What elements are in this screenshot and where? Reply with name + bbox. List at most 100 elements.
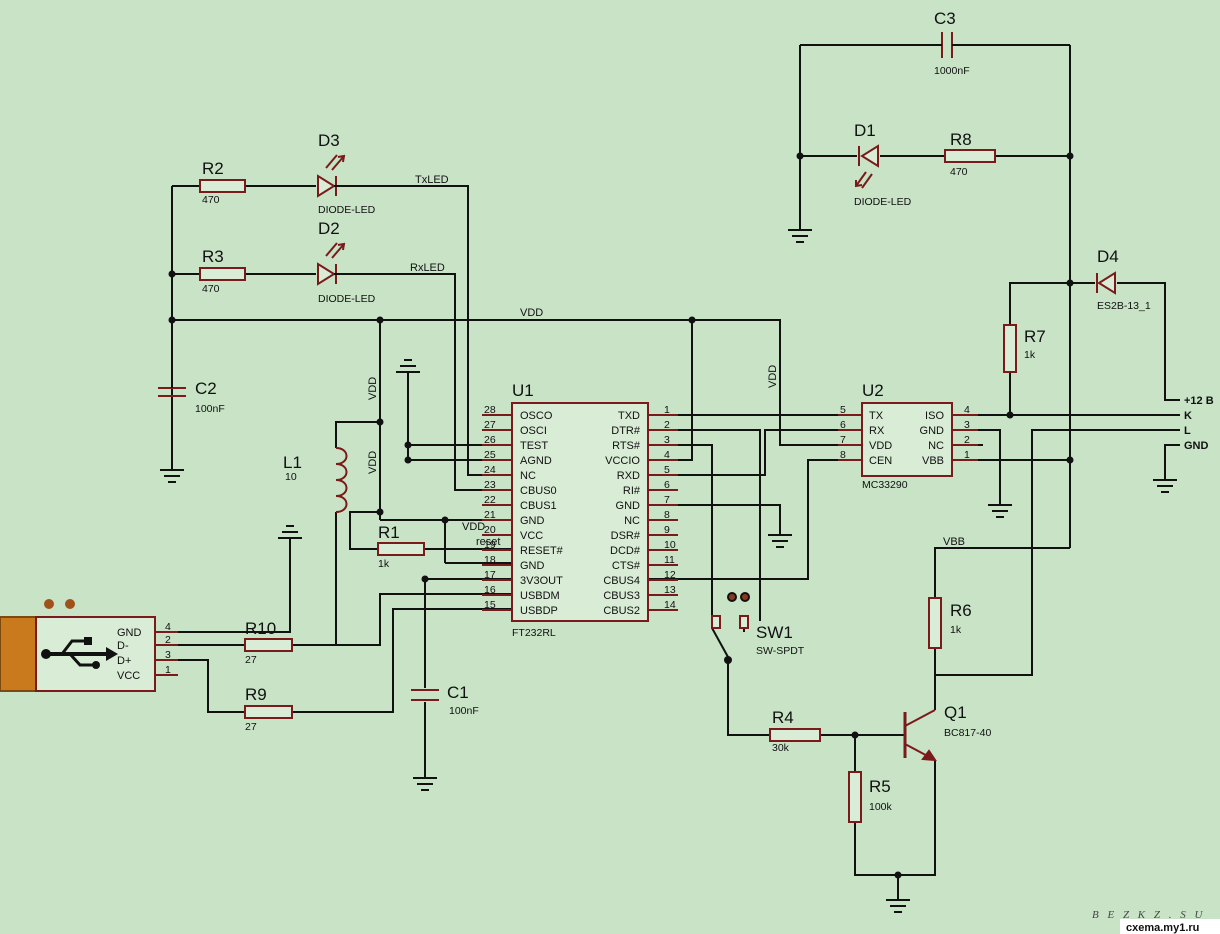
junctions: [168, 152, 1074, 879]
u1_right_pins-pin-number: 8: [664, 509, 670, 521]
u1_left_pins-pin-number: 20: [484, 524, 496, 536]
r5-value: 100k: [869, 801, 893, 813]
u2_right_pins-pin-name: NC: [928, 440, 944, 452]
u1_right_pins-pin-name: DTR#: [611, 425, 641, 437]
u1_right_pins-pin-number: 10: [664, 539, 676, 551]
wires: [155, 44, 1180, 900]
u1_right_pins-pin-name: CBUS2: [603, 605, 640, 617]
u1_left_pins-pin-name: GND: [520, 560, 545, 572]
r8-value: 470: [950, 166, 968, 178]
u2_right_pins-pin-number: 3: [964, 419, 970, 431]
sw1-value: SW-SPDT: [756, 645, 805, 657]
u1_right_pins-pin-number: 13: [664, 584, 676, 596]
c1-ref: C1: [447, 683, 469, 702]
diodes: [317, 144, 1116, 295]
u2_left_pins-pin-number: 5: [840, 404, 846, 416]
r9-value: 27: [245, 721, 257, 733]
component-labels: R2 470 R3 470 D3 DIODE-LED D2 DIODE-LED …: [195, 9, 1151, 813]
u1_right_pins-pin-name: CBUS4: [603, 575, 640, 587]
r5-body: [848, 771, 862, 823]
d3-value: DIODE-LED: [318, 204, 376, 216]
r6-body: [928, 597, 942, 649]
u2_left_pins-pin-name: TX: [869, 410, 884, 422]
u2_left_pins-pin-name: VDD: [869, 440, 892, 452]
u1_right_pins-pin-name: DSR#: [611, 530, 641, 542]
r7-ref: R7: [1024, 327, 1046, 346]
u1_right_pins-pin-number: 9: [664, 524, 670, 536]
u1_left_pins-pin-name: RESET#: [520, 545, 564, 557]
r6-value: 1k: [950, 624, 962, 636]
net-reset: reset: [476, 536, 500, 548]
u1_right_pins-pin-name: CBUS3: [603, 590, 640, 602]
u1_right_pins-pin-number: 7: [664, 494, 670, 506]
u1_left_pins-pin-name: USBDM: [520, 590, 560, 602]
u2_left_pins-pin-name: CEN: [869, 455, 892, 467]
r1-ref: R1: [378, 523, 400, 542]
u2-ref: U2: [862, 381, 884, 400]
r2-value: 470: [202, 194, 220, 206]
u1_right_pins-pin-name: RXD: [617, 470, 640, 482]
u2_right_pins-pin-number: 4: [964, 404, 970, 416]
r9-body: [244, 705, 293, 719]
u1-value: FT232RL: [512, 627, 556, 639]
q1-ref: Q1: [944, 703, 967, 722]
r4-ref: R4: [772, 708, 794, 727]
u1-ref: U1: [512, 381, 534, 400]
q1-value: BC817-40: [944, 727, 991, 739]
resistors: [199, 149, 1017, 823]
u1_right_pins-pin-number: 5: [664, 464, 670, 476]
c3-value: 1000nF: [934, 65, 970, 77]
u1_right_pins-pin-number: 3: [664, 434, 670, 446]
r3-ref: R3: [202, 247, 224, 266]
c1-symbol: [411, 689, 439, 701]
c2-ref: C2: [195, 379, 217, 398]
watermark-line1: B E Z K Z . S U: [1092, 909, 1205, 921]
r2-body: [199, 179, 246, 193]
r5-ref: R5: [869, 777, 891, 796]
u1_left_pins-pin-number: 15: [484, 599, 496, 611]
r1-value: 1k: [378, 558, 390, 570]
u1_left_pins-pin-number: 22: [484, 494, 496, 506]
gnd-q1: [886, 899, 910, 913]
l1-ref: L1: [283, 453, 302, 472]
net-vdd-left2: VDD: [367, 451, 379, 474]
r7-body: [1003, 324, 1017, 373]
u1_left_pins-pin-name: GND: [520, 515, 545, 527]
net-vdd-right: VDD: [767, 365, 779, 388]
c1-value: 100nF: [449, 705, 479, 717]
u2_right_pins-pin-number: 2: [964, 434, 970, 446]
u2_right_pins-pin-name: GND: [920, 425, 945, 437]
usb-pin-number: 4: [165, 621, 171, 633]
u1_left_pins-pin-number: 19: [484, 539, 496, 551]
d3-ref: D3: [318, 131, 340, 150]
ground-symbols: [160, 229, 1177, 913]
r2-ref: R2: [202, 159, 224, 178]
d1-ref: D1: [854, 121, 876, 140]
u1_right_pins-pin-number: 6: [664, 479, 670, 491]
usb-pin-number: 2: [165, 634, 171, 646]
sw1-ref: SW1: [756, 623, 793, 642]
u1_left_pins-pin-name: NC: [520, 470, 536, 482]
u1_left_pins-pin-name: OSCI: [520, 425, 547, 437]
d2-value: DIODE-LED: [318, 293, 376, 305]
u1_right_pins-pin-name: VCCIO: [605, 455, 640, 467]
usb-pin-name: D+: [117, 655, 131, 667]
usb-pin-name: GND: [117, 627, 142, 639]
u1_left_pins-pin-number: 24: [484, 464, 496, 476]
d1-symbol: [855, 144, 879, 189]
net-txled: TxLED: [415, 174, 449, 186]
gnd-c1: [413, 777, 437, 791]
u2_right_pins-pin-number: 1: [964, 449, 970, 461]
net-labels: TxLED RxLED VDD VDD VDD VDD reset VDD VB…: [367, 174, 965, 548]
u1_right_pins-pin-name: DCD#: [610, 545, 641, 557]
net-vdd-top: VDD: [520, 307, 543, 319]
net-vdd-left1: VDD: [367, 377, 379, 400]
l1-value: 10: [285, 471, 297, 483]
usb-pin-number: 3: [165, 649, 171, 661]
u2_left_pins-pin-number: 7: [840, 434, 846, 446]
u1_left_pins-pin-number: 26: [484, 434, 496, 446]
u2_left_pins-pin-number: 8: [840, 449, 846, 461]
